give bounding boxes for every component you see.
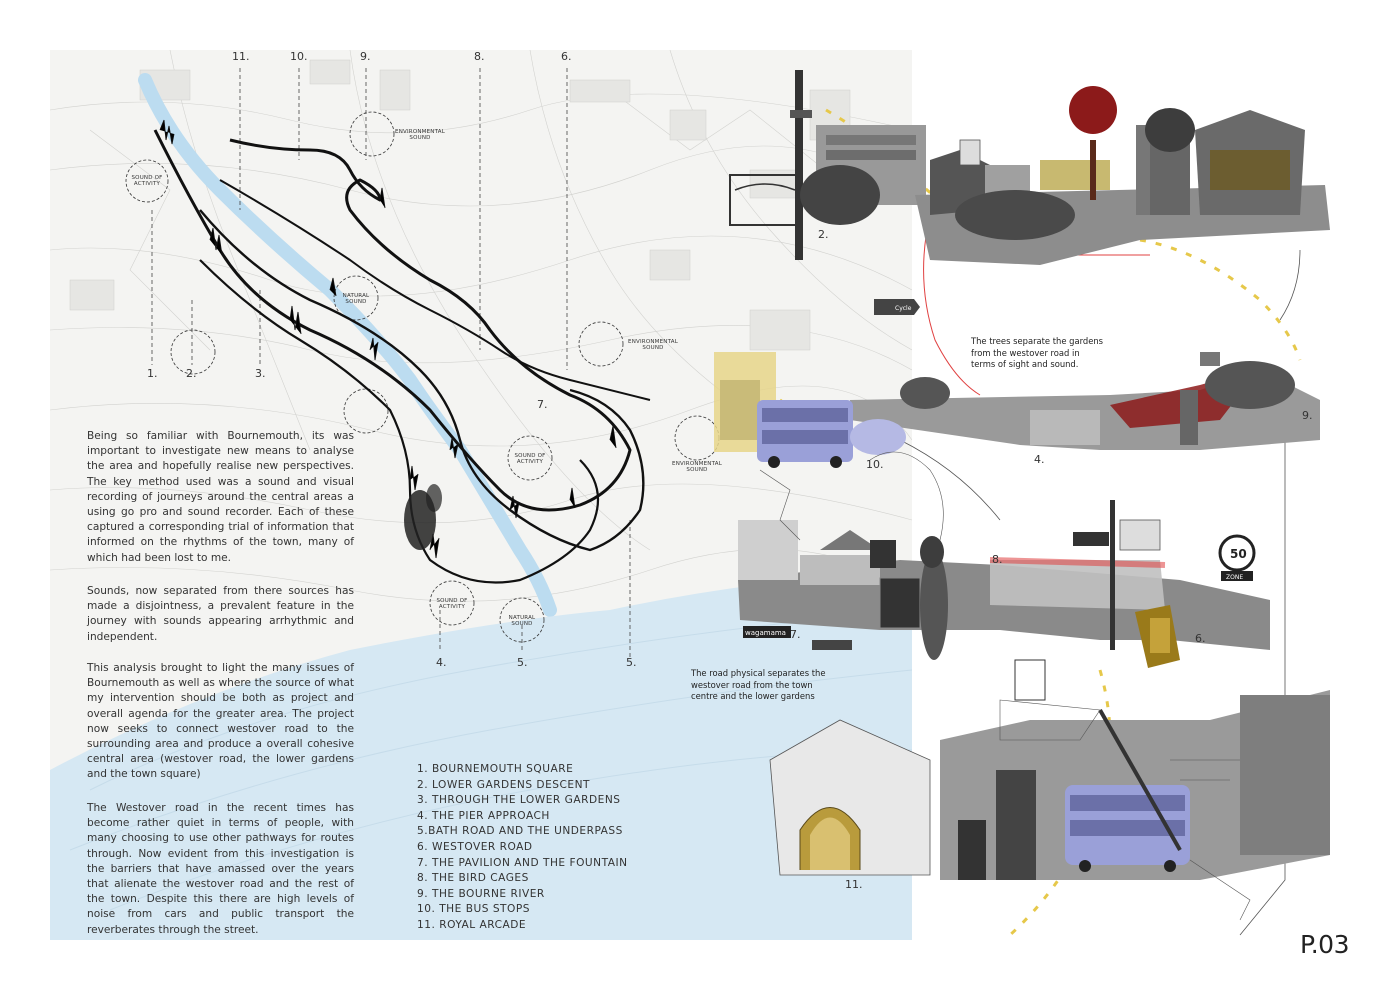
zone-label-environmental-2: ENVIRONMENTAL SOUND [628, 339, 678, 351]
legend-item: 1. BOURNEMOUTH SQUARE [417, 763, 574, 775]
photo-label-11: 11. [845, 878, 863, 891]
bottom-marker-5b: 5. [626, 656, 637, 669]
legend-item: 9. THE BOURNE RIVER [417, 887, 545, 900]
paragraph-analysis: This analysis brought to light the many … [87, 662, 354, 781]
legend-item: 2. LOWER GARDENS DESCENT [417, 778, 590, 791]
sound-map: 11. 10. 9. 8. 6. 1. 2. 3. 4. 5. 5. 7. SO… [50, 50, 912, 940]
legend-item: 5.BATH ROAD AND THE UNDERPASS [417, 825, 623, 838]
route-marker-7: 7. [537, 398, 548, 411]
photo-lower-gardens-descent [729, 70, 926, 260]
bottom-marker-4: 4. [436, 656, 447, 669]
photo-label-9: 9. [1302, 409, 1313, 422]
photo-pier-approach [850, 352, 1320, 450]
sketch-lines [759, 451, 1251, 921]
legend-item: 6. WESTOVER ROAD [417, 840, 533, 853]
photo-westover-road [738, 500, 1270, 668]
photo-bus-street [940, 659, 1330, 880]
cycle-sign [874, 299, 920, 315]
photo-lower-gardens [915, 86, 1330, 265]
paragraph-sounds: Sounds, now separated from there sources… [87, 585, 354, 643]
legend-item: 3. THROUGH THE LOWER GARDENS [417, 794, 621, 807]
photo-label-6: 6. [1195, 632, 1206, 645]
cycle-sign-text: Cycle [895, 305, 912, 312]
legend-item: 7. THE PAVILION AND THE FOUNTAIN [417, 856, 628, 869]
column-marker-8: 8. [474, 50, 485, 63]
zone-label-sound-of-activity: SOUND OF ACTIVITY [131, 175, 163, 187]
legend-item: 4. THE PIER APPROACH [417, 809, 550, 822]
map-background-svg [50, 50, 912, 940]
photo-label-4: 4. [1034, 453, 1045, 466]
speed-limit-number: 50 [1230, 547, 1247, 561]
wagamama-sign: wagamama [745, 629, 786, 637]
photo-label-7: 7. [790, 628, 801, 641]
photo-label-8: 8. [992, 553, 1003, 566]
note-trees: The trees separate the gardens from the … [971, 336, 1104, 369]
column-marker-9: 9. [360, 50, 371, 63]
photo-label-10: 10. [866, 458, 884, 471]
legend-item: 11. ROYAL ARCADE [417, 918, 527, 931]
speed-limit-zone: ZONE [1226, 574, 1243, 581]
zone-label-sound-of-activity-2: SOUND OF ACTIVITY [514, 453, 546, 465]
column-marker-6: 6. [561, 50, 572, 63]
paragraph-intro: Being so familiar with Bournemouth, its … [87, 430, 354, 564]
zone-label-environmental-3: ENVIRONMENTAL SOUND [672, 461, 722, 473]
paragraph-westover: The Westover road in the recent times ha… [87, 802, 354, 936]
location-legend: 1. BOURNEMOUTH SQUARE 2. LOWER GARDENS D… [417, 762, 628, 934]
photo-bus-stops [714, 352, 906, 468]
zone-label-natural-2: NATURAL SOUND [508, 615, 536, 627]
photo-royal-arcade [769, 719, 931, 876]
zone-label-environmental: ENVIRONMENTAL SOUND [395, 129, 445, 141]
zone-label-natural: NATURAL SOUND [342, 293, 370, 305]
legend-item: 8. THE BIRD CAGES [417, 872, 529, 885]
bottom-marker-3: 3. [255, 367, 266, 380]
column-marker-11: 11. [232, 50, 250, 63]
bottom-marker-2: 2. [186, 367, 197, 380]
bottom-marker-5: 5. [517, 656, 528, 669]
column-marker-10: 10. [290, 50, 308, 63]
bottom-marker-1: 1. [147, 367, 158, 380]
note-road: The road physical separates the westover… [691, 668, 826, 701]
page-number: P.03 [1300, 930, 1349, 959]
zone-label-sound-of-activity-3: SOUND OF ACTIVITY [436, 598, 468, 610]
legend-item: 10. THE BUS STOPS [417, 903, 530, 916]
photo-label-2: 2. [818, 228, 829, 241]
